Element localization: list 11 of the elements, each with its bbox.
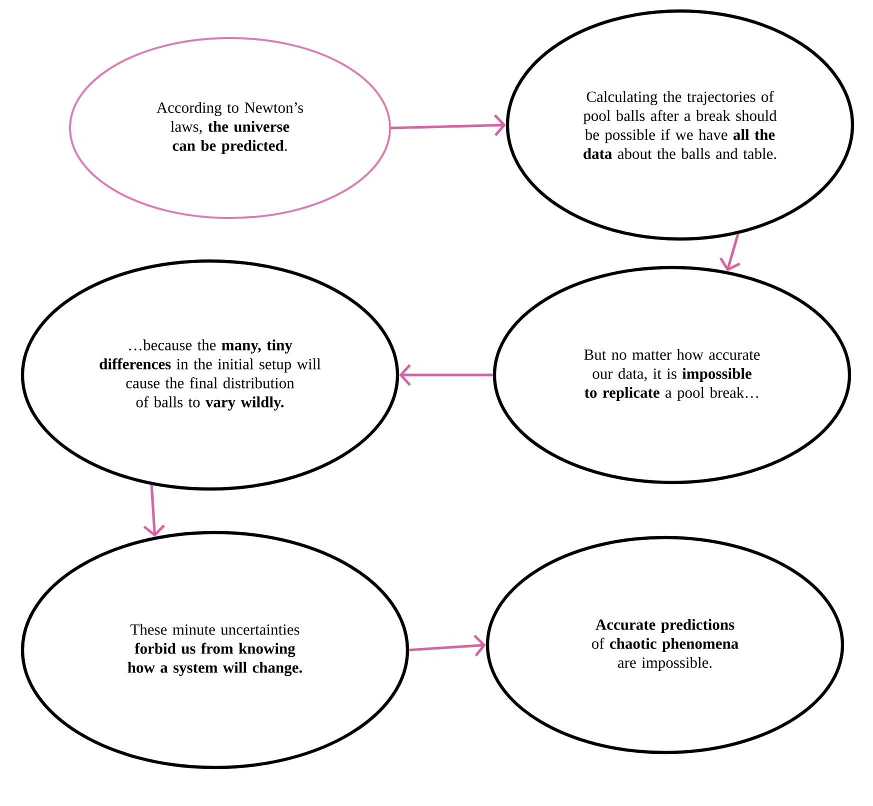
ellipse-node: Accurate predictions of chaotic phenomena are impossible. <box>486 536 844 754</box>
arrow <box>143 484 166 537</box>
arrow <box>399 364 493 386</box>
ellipse-node: These minute uncertainties forbid us from knowing how a system will change. <box>20 530 410 770</box>
arrow <box>719 234 740 272</box>
arrow <box>409 634 486 656</box>
ellipse-node: According to Newton’s laws, the universe can be predicted. <box>69 37 391 219</box>
ellipse-node: …because the many, tiny differences in the initial setup will cause the final distribution of balls to vary wildly. <box>20 259 400 491</box>
ellipse-node: But no matter how accurate our data, it is impossible to replicate a pool break… <box>492 266 852 484</box>
ellipse-node: Calculating the trajectories of pool balls after a break should be possible if we have all the data about the balls and table. <box>506 9 854 241</box>
arrow <box>390 114 506 136</box>
